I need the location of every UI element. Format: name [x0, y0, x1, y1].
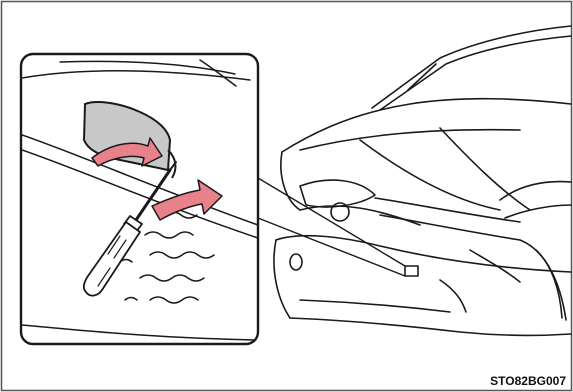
cover-clip-icon [405, 266, 418, 276]
figure-code: STO82BG007 [490, 374, 566, 388]
detail-inset [21, 54, 258, 344]
